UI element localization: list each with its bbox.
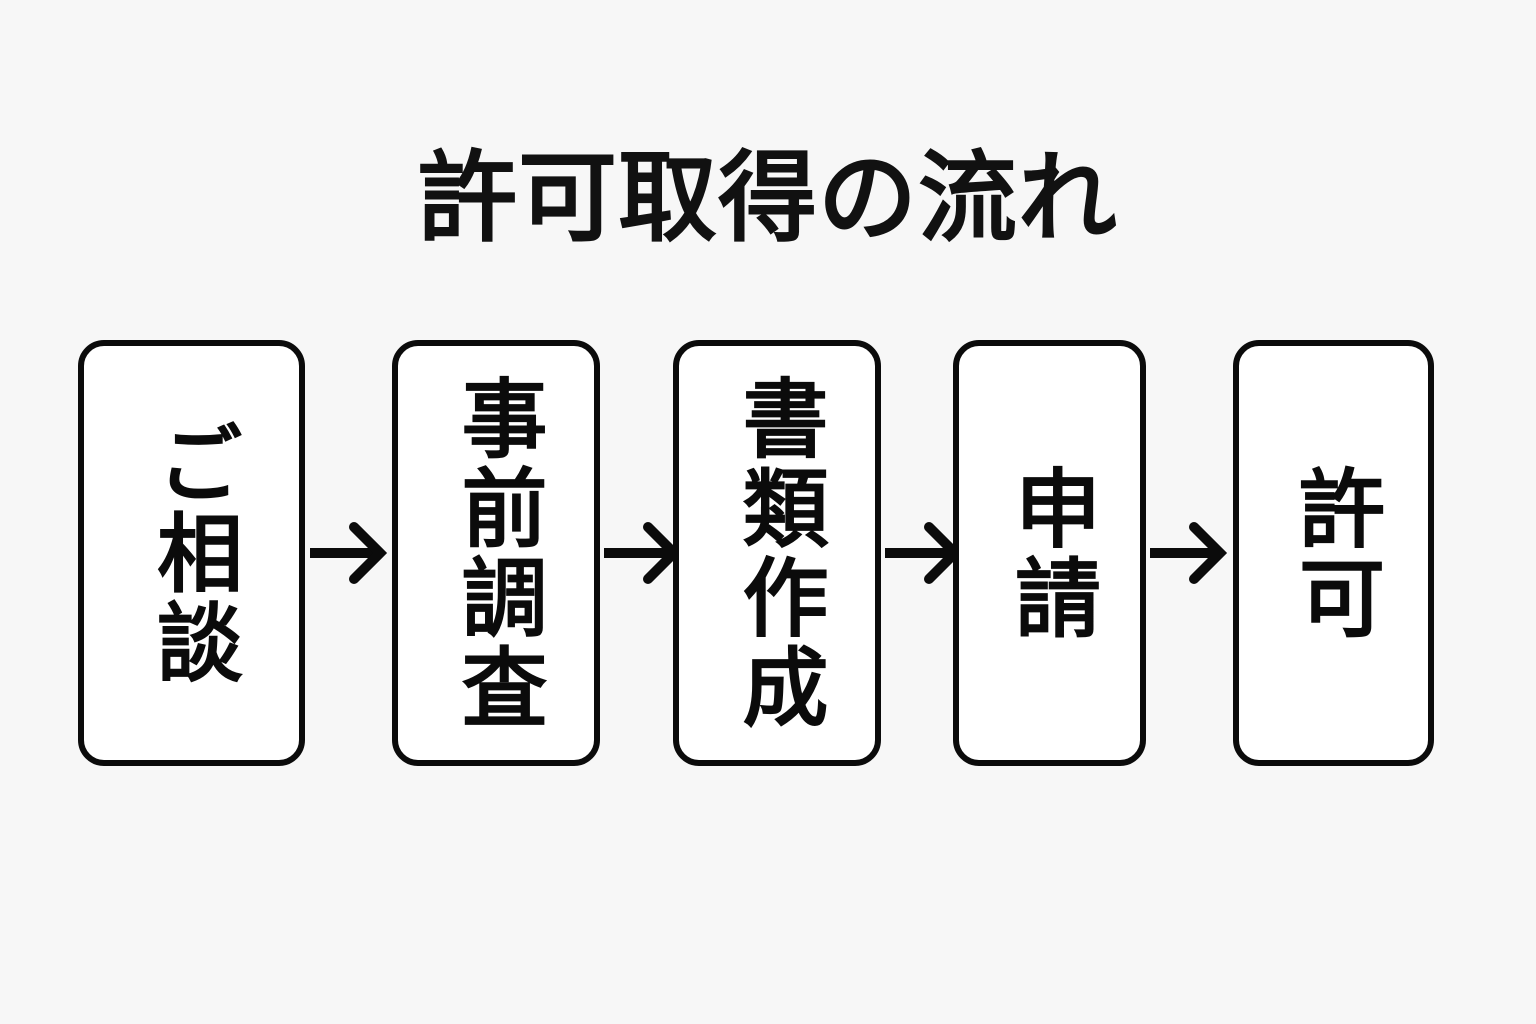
flow-step-3-label: 書類作成 [729,374,825,732]
flow-arrow-1-icon [308,518,392,588]
flow-step-2[interactable]: 事前調査 [392,340,600,766]
flow-step-5-label: 許可 [1285,463,1382,643]
flow-step-1[interactable]: ご相談 [78,340,305,766]
flow-step-3[interactable]: 書類作成 [673,340,881,766]
process-flow: ご相談 事前調査 書類作成 [78,340,1434,766]
flow-step-4[interactable]: 申請 [953,340,1146,766]
flow-step-2-label: 事前調査 [448,374,544,732]
flow-arrow-4-icon [1148,518,1232,588]
flow-step-1-label: ご相談 [143,418,240,688]
flow-step-4-label: 申請 [1001,463,1098,643]
flow-step-5[interactable]: 許可 [1233,340,1434,766]
page-title: 許可取得の流れ [418,142,1118,253]
